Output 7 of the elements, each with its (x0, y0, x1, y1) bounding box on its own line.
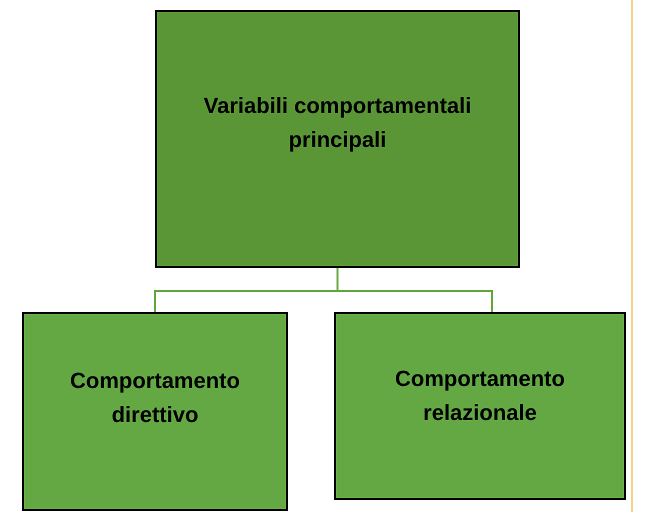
box-label: Comportamento direttivo (69, 367, 241, 429)
process-box (155, 10, 520, 268)
connector-line (336, 268, 493, 312)
box-label: Comportamento relazionale (394, 365, 566, 427)
box-label: Variabili comportamentali principali (202, 92, 472, 154)
process-box (334, 312, 626, 500)
process-box (22, 312, 288, 511)
